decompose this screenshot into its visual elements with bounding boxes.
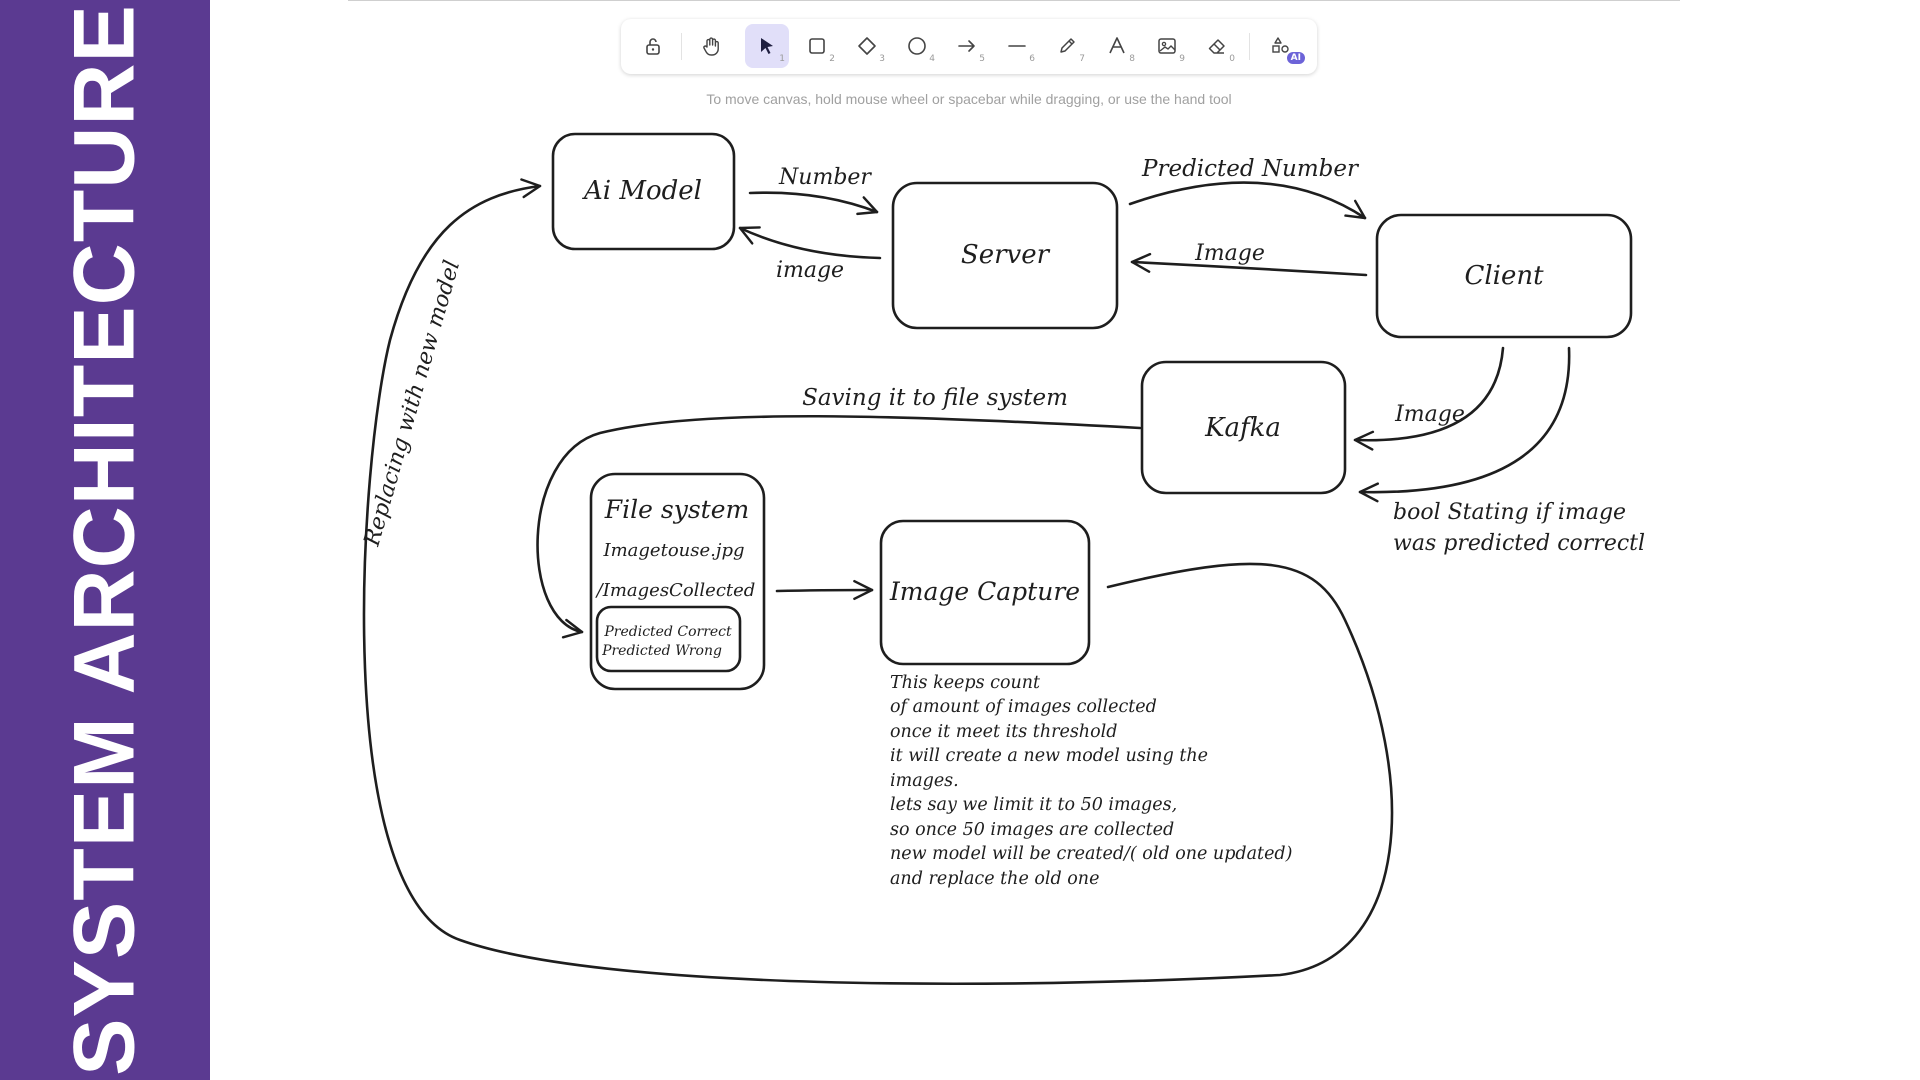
note-line: and replace the old one	[890, 869, 1099, 889]
file-to-capture-arrow	[775, 579, 874, 601]
image-edge-label: image	[776, 258, 844, 283]
file-item-label: Imagetouse.jpg	[603, 540, 745, 561]
ellipse-icon	[908, 37, 926, 55]
sidebar-banner: SYSTEM ARCHITECTURE	[0, 0, 210, 1080]
diamond-tool-button[interactable]: 3	[845, 24, 889, 68]
canvas-top-border	[348, 0, 1680, 1]
image-icon	[1158, 38, 1176, 54]
eraser-icon	[1208, 39, 1225, 54]
image-capture-label: Image Capture	[889, 577, 1080, 606]
bool-edge-label: bool Stating if image	[1393, 500, 1626, 525]
toolbar-separator	[1249, 33, 1250, 60]
shortcut-key: 3	[879, 54, 885, 64]
note-line: images.	[890, 771, 959, 791]
client-label: Client	[1464, 261, 1544, 291]
shortcut-key: 8	[1129, 54, 1135, 64]
ai-model-box[interactable]	[551, 132, 736, 251]
shortcut-key: 7	[1079, 54, 1085, 64]
file-item-label: /ImagesCollected	[595, 580, 756, 601]
image-edge-label: Image	[1394, 402, 1465, 427]
client-box[interactable]	[1375, 213, 1633, 339]
image-to-kafka-arrow	[1353, 346, 1505, 451]
rectangle-tool-button[interactable]: 2	[795, 24, 839, 68]
number-arrow	[748, 191, 879, 216]
toolbar-separator	[681, 33, 682, 60]
shortcut-key: 0	[1229, 54, 1235, 64]
shortcut-key: 2	[829, 54, 835, 64]
bool-feedback-arrow	[1358, 346, 1571, 503]
text-icon	[1109, 37, 1125, 54]
diamond-icon	[858, 37, 876, 55]
arrow-tool-button[interactable]: 5	[945, 24, 989, 68]
capture-note: This keeps count of amount of images col…	[890, 673, 1293, 889]
draw-tool-button[interactable]: 7	[1045, 24, 1089, 68]
eraser-tool-button[interactable]: 0	[1195, 24, 1239, 68]
server-label: Server	[961, 240, 1051, 270]
file-system-label: File system	[604, 495, 749, 524]
predicted-number-arrow	[1128, 181, 1367, 220]
canvas-hint: To move canvas, hold mouse wheel or spac…	[706, 91, 1232, 107]
image-to-server-arrow	[1130, 252, 1368, 277]
line-icon	[1008, 45, 1026, 47]
image-tool-button[interactable]: 9	[1145, 24, 1189, 68]
predicted-number-edge-label: Predicted Number	[1141, 156, 1360, 182]
shapes-ai-icon	[1272, 37, 1289, 53]
pencil-icon	[1060, 38, 1075, 53]
server-box[interactable]	[891, 181, 1119, 330]
note-line: so once 50 images are collected	[890, 820, 1174, 840]
hand-icon	[703, 37, 719, 56]
pointer-icon	[761, 38, 773, 54]
select-tool-button[interactable]: 1	[745, 24, 789, 68]
rectangle-icon	[809, 38, 825, 54]
note-line: new model will be created/( old one upda…	[890, 844, 1293, 864]
image-to-ai-arrow	[738, 226, 882, 260]
hand-tool-button[interactable]	[689, 24, 733, 68]
lock-icon	[646, 38, 660, 55]
predictions-box[interactable]	[595, 605, 742, 673]
replacing-model-arrow	[362, 178, 1394, 986]
note-line: This keeps count	[890, 673, 1041, 693]
drawing-toolbar: 1 2 3 4 5 6 7 8 9 0 AI	[621, 19, 1317, 74]
file-system-box[interactable]	[589, 472, 766, 691]
kafka-label: Kafka	[1204, 413, 1281, 443]
note-line: of amount of images collected	[890, 697, 1157, 717]
shortcut-key: 6	[1029, 54, 1035, 64]
saving-arrow	[536, 414, 1142, 639]
image-capture-box[interactable]	[879, 519, 1091, 666]
ai-badge: AI	[1286, 52, 1305, 64]
saving-edge-label: Saving it to file system	[802, 385, 1068, 411]
shortcut-key: 1	[779, 54, 785, 64]
shortcut-key: 9	[1179, 54, 1185, 64]
ai-model-label: Ai Model	[582, 176, 702, 206]
text-tool-button[interactable]: 8	[1095, 24, 1139, 68]
prediction-item-label: Predicted Correct	[603, 624, 732, 640]
replacing-edge-label: Replacing with new model	[359, 258, 465, 550]
number-edge-label: Number	[778, 165, 872, 190]
image-edge-label: Image	[1194, 241, 1265, 266]
shortcut-key: 5	[979, 54, 985, 64]
bool-edge-label: was predicted correctl	[1393, 531, 1645, 556]
note-line: once it meet its threshold	[890, 722, 1117, 742]
note-line: lets say we limit it to 50 images,	[890, 795, 1177, 815]
lock-tool-button[interactable]	[631, 24, 675, 68]
arrow-icon	[958, 40, 975, 52]
kafka-box[interactable]	[1140, 360, 1347, 495]
shortcut-key: 4	[929, 54, 935, 64]
more-shapes-button[interactable]: AI	[1259, 24, 1305, 68]
line-tool-button[interactable]: 6	[995, 24, 1039, 68]
prediction-item-label: Predicted Wrong	[601, 643, 722, 659]
ellipse-tool-button[interactable]: 4	[895, 24, 939, 68]
note-line: it will create a new model using the	[890, 746, 1208, 766]
